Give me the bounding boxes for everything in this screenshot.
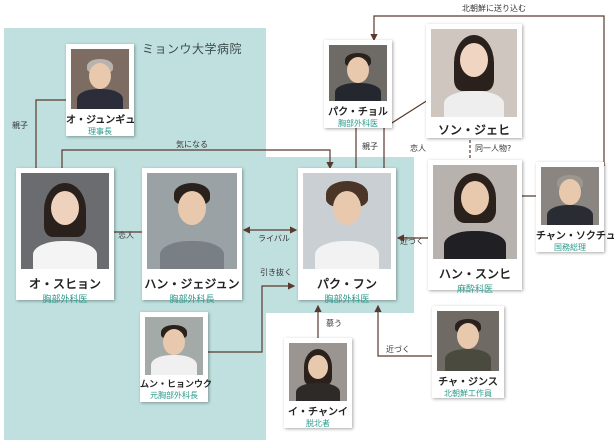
label-recruit: 引き抜く	[260, 268, 292, 277]
card-han-sunhee[interactable]: ハン・スンヒ 麻酔科医	[428, 160, 522, 295]
photo-oh-jungyu	[71, 49, 129, 109]
label-parent-child-2: 親子	[362, 142, 378, 151]
line-recruit	[208, 282, 296, 353]
card-cha-jinsu[interactable]: チャ・ジンス 北朝鮮工作員	[432, 306, 504, 398]
role-park-hun: 胸部外科医	[324, 295, 370, 305]
line-approach-2	[374, 304, 432, 357]
name-chang-sokchu: チャン・ソクチュ	[536, 231, 614, 242]
role-mun-hyonwook: 元胸部外科長	[150, 391, 198, 400]
photo-park-chul	[329, 45, 387, 101]
label-send-north: 北朝鮮に送り込む	[462, 4, 526, 13]
label-lovers-1: 恋人	[118, 231, 134, 240]
role-park-chul: 胸部外科医	[338, 119, 378, 128]
name-park-chul: パク・チョル	[328, 107, 388, 118]
name-cha-jinsu: チャ・ジンス	[438, 377, 498, 388]
card-chang-sokchu[interactable]: チャン・ソクチュ 国務総理	[536, 162, 614, 252]
card-park-chul[interactable]: パク・チョル 胸部外科医	[324, 40, 392, 128]
role-oh-suhyun: 胸部外科医	[42, 295, 88, 305]
name-son-jaehee: ソン・ジェヒ	[437, 123, 510, 137]
role-chang-sokchu: 国務総理	[554, 243, 586, 252]
name-oh-suhyun: オ・スヒョン	[28, 277, 101, 291]
role-han-jaejun: 胸部外科長	[169, 295, 215, 305]
label-approach-1: 近づく	[400, 237, 424, 246]
label-rival: ライバル	[258, 234, 290, 243]
photo-oh-suhyun	[21, 173, 109, 269]
role-cha-jinsu: 北朝鮮工作員	[444, 389, 492, 398]
card-mun-hyonwook[interactable]: ムン・ヒョンウク 元胸部外科長	[140, 312, 213, 402]
label-approach-2: 近づく	[386, 345, 410, 354]
label-same-person: 同一人物?	[475, 144, 512, 153]
label-parent-child-1: 親子	[12, 121, 28, 130]
photo-lee-chani	[289, 343, 347, 401]
name-lee-chani: イ・チャンイ	[288, 407, 348, 418]
label-interested: 気になる	[176, 140, 208, 149]
photo-han-jaejun	[147, 173, 237, 269]
name-han-jaejun: ハン・ジェジュン	[144, 277, 240, 291]
photo-chang-sokchu	[541, 167, 599, 225]
label-lovers-2: 恋人	[410, 144, 426, 153]
card-son-jaehee[interactable]: ソン・ジェヒ	[426, 24, 522, 138]
line-interested	[61, 149, 334, 170]
photo-son-jaehee	[431, 29, 517, 117]
photo-han-sunhee	[433, 165, 517, 259]
photo-cha-jinsu	[437, 311, 499, 371]
role-lee-chani: 脱北者	[306, 419, 330, 428]
role-han-sunhee: 麻酔科医	[456, 285, 493, 295]
name-han-sunhee: ハン・スンヒ	[438, 267, 511, 281]
photo-mun-hyonwook	[145, 317, 203, 375]
line-lovers-2	[383, 99, 429, 168]
card-han-jaejun[interactable]: ハン・ジェジュン 胸部外科長	[142, 168, 242, 305]
name-park-hun: パク・フン	[316, 277, 377, 291]
line-send-north	[370, 15, 605, 166]
line-oh-parent	[35, 99, 70, 172]
role-oh-jungyu: 理事長	[88, 127, 112, 136]
card-oh-suhyun[interactable]: オ・スヒョン 胸部外科医	[16, 168, 114, 305]
label-admire: 慕う	[326, 319, 342, 328]
card-park-hun[interactable]: パク・フン 胸部外科医	[298, 168, 396, 305]
hospital-name: ミョンウ大学病院	[142, 42, 243, 56]
name-mun-hyonwook: ムン・ヒョンウク	[140, 380, 213, 390]
card-lee-chani[interactable]: イ・チャンイ 脱北者	[284, 338, 352, 428]
card-oh-jungyu[interactable]: オ・ジュンギュ 理事長	[66, 44, 136, 136]
photo-park-hun	[303, 173, 391, 269]
name-oh-jungyu: オ・ジュンギュ	[66, 115, 136, 126]
